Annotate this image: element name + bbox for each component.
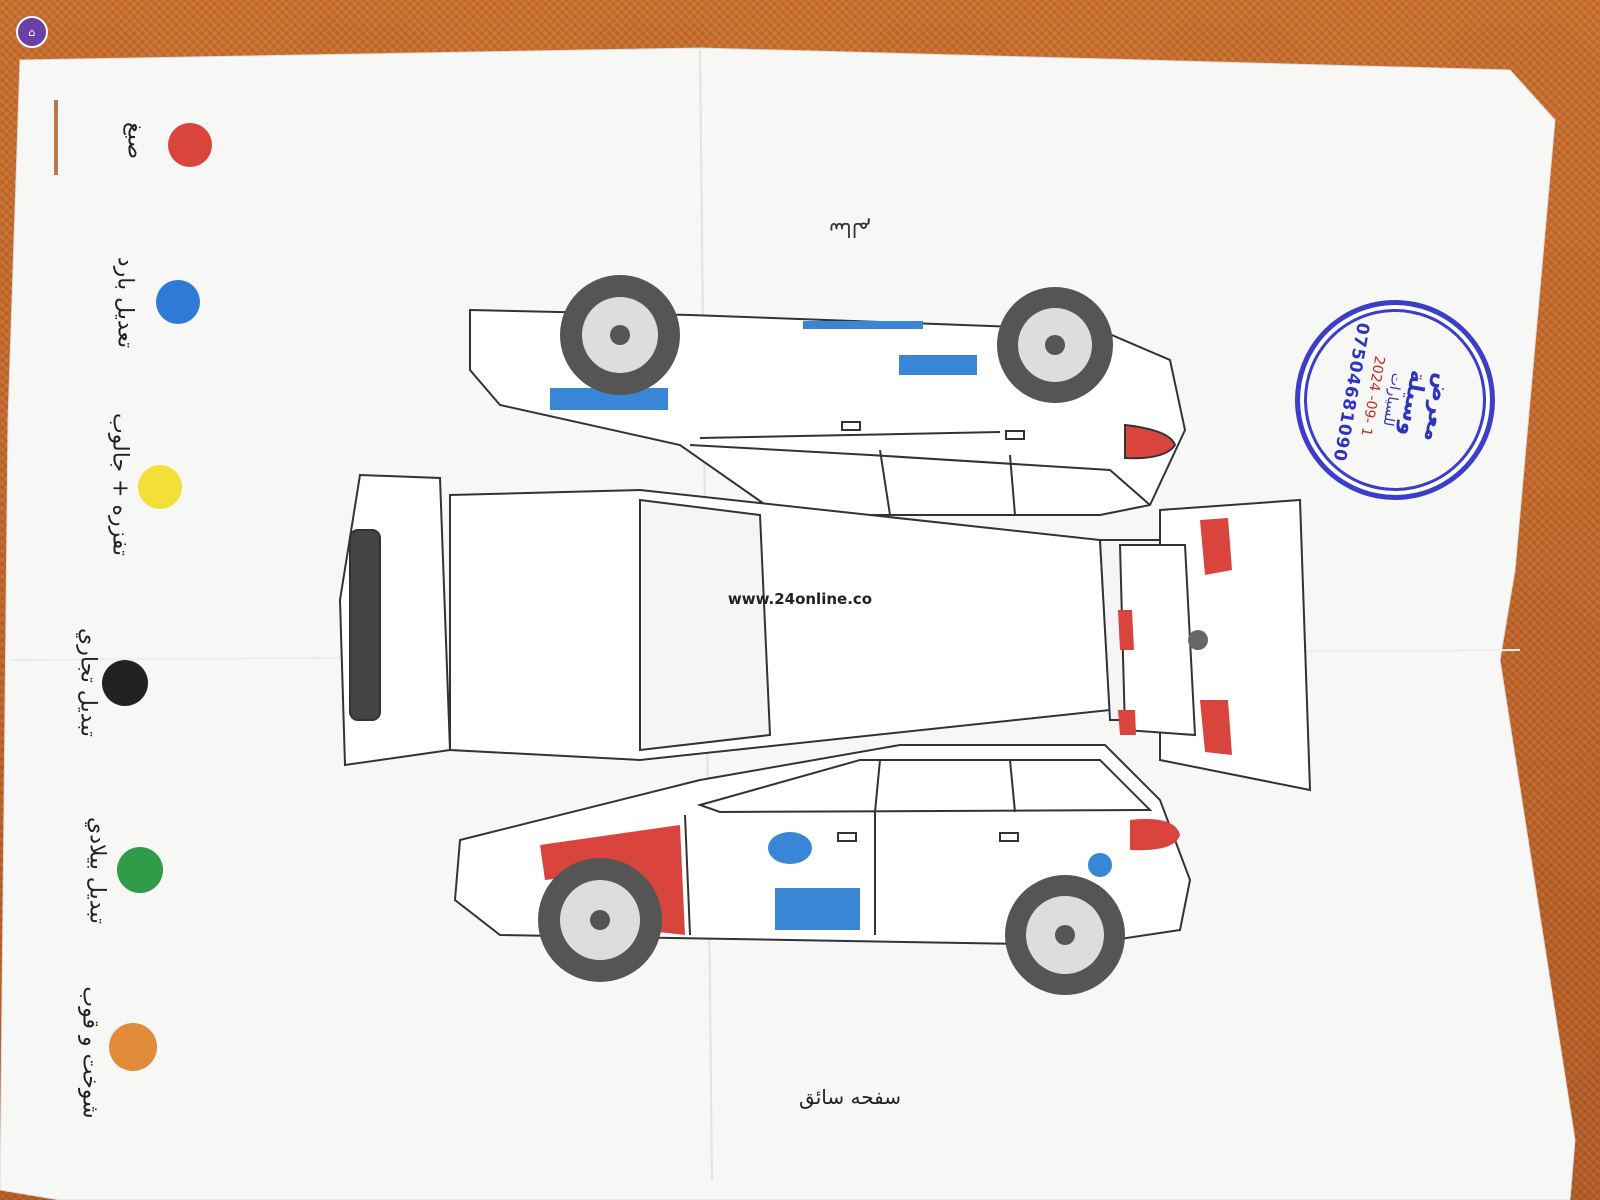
legend-label-original: تبديل بيلادي [84,817,110,924]
cold-fix-dot-2 [1088,853,1112,877]
cold-fix-top-3 [803,321,923,329]
cold-fix-top-2 [899,355,977,375]
rear-logo-icon [1188,630,1208,650]
watermark: www.24online.co [727,590,873,608]
legend-label-cold: تعديل بارد [112,256,138,349]
car-plan-view [338,473,1312,792]
driver-side-label: سفحه سائق [799,1085,901,1109]
tire-top-front-icon [560,275,680,395]
legend-label-scratch: شوخت و قوب [77,986,103,1119]
app-badge-icon: ⌂ [16,16,48,48]
paint-rear-1 [1200,518,1232,575]
cold-fix-bottom-panel [775,888,860,930]
legend-dot-commercial [102,660,148,706]
paint-rear-4 [1118,710,1136,735]
paint-taillight [1130,819,1180,851]
paint-rear-2 [1200,700,1232,755]
legend-label-commercial: تبديل تجاري [75,628,101,737]
legend-dots [102,123,212,1071]
legend-label-putty: تفزره + جالوب [107,412,133,557]
legend-dot-cold [156,280,200,324]
paint-rear-3 [1118,610,1134,650]
tire-top-rear-icon [997,287,1113,403]
legend-dot-original [117,847,163,893]
cold-fix-top-1 [550,388,668,410]
top-section-label: سالم [828,218,872,242]
tire-bottom-front-icon [538,858,662,982]
legend-dot-scratch [109,1023,157,1071]
cold-fix-dot-1 [768,832,812,864]
legend-dot-putty [138,465,182,509]
legend-label-paint: صبغ [122,121,148,160]
legend-dot-paint [168,123,212,167]
tire-bottom-rear-icon [1005,875,1125,995]
